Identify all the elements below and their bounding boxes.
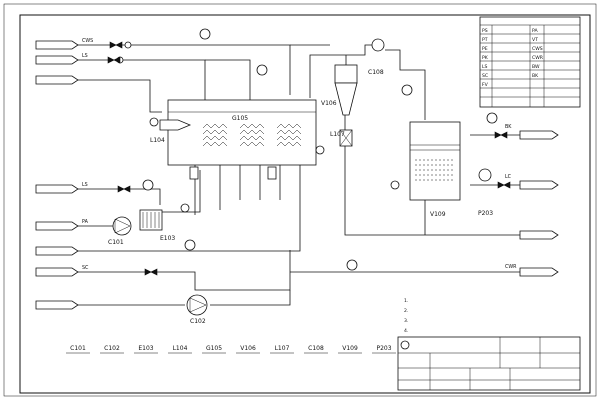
equipment-list-item: L107 bbox=[270, 345, 294, 354]
inlet-fan: C101 bbox=[108, 216, 132, 246]
right-pipe-codes: BK LC CWR bbox=[505, 124, 517, 270]
scrubber-column: V109 P203 bbox=[409, 121, 493, 218]
feed-pump: C102 bbox=[186, 294, 208, 325]
notes: 1. 2. 3. 4. bbox=[404, 298, 408, 334]
pipe-code: SC bbox=[82, 265, 89, 271]
inner-frame bbox=[19, 14, 591, 394]
equipment-list-item: P203 bbox=[372, 345, 396, 354]
legend-code2: CWS bbox=[532, 46, 543, 52]
feed-screw bbox=[149, 117, 192, 131]
inlet-arrow bbox=[35, 75, 79, 85]
legend-rows: PS PA PT VT PE CWS PK CWR LS BW SC BK FV bbox=[482, 28, 544, 88]
inlet-arrow bbox=[35, 55, 79, 65]
equipment-list-item: V106 bbox=[236, 345, 260, 354]
equipment-tag: L107 bbox=[275, 345, 290, 352]
equipment-list-item: C108 bbox=[304, 345, 328, 354]
process-lines bbox=[78, 44, 520, 306]
inlet-arrow bbox=[35, 40, 79, 50]
feed-pump-tag: C102 bbox=[190, 318, 206, 325]
rotary-valve: L107 bbox=[330, 129, 353, 147]
legend-code2: VT bbox=[532, 37, 538, 43]
pipe-code: PA bbox=[82, 219, 89, 225]
heater-tag: E103 bbox=[160, 235, 175, 242]
equipment-list-item: V109 bbox=[338, 345, 362, 354]
pipe-code: BK bbox=[505, 124, 512, 130]
equipment-tag: E103 bbox=[138, 345, 153, 352]
inlet-arrow bbox=[35, 267, 79, 277]
equipment-tag: G105 bbox=[206, 345, 222, 352]
legend-code: PE bbox=[482, 46, 488, 52]
legend-code2: BK bbox=[532, 73, 539, 79]
legend-code: PT bbox=[482, 37, 488, 43]
note-line: 1. bbox=[404, 298, 408, 304]
equipment-list-item: L104 bbox=[168, 345, 192, 354]
outlet-arrow bbox=[519, 130, 559, 140]
heating-coil bbox=[202, 123, 228, 147]
column-tag: V109 bbox=[430, 211, 446, 218]
equipment-list-item: G105 bbox=[202, 345, 226, 354]
outlet-arrow bbox=[519, 180, 559, 190]
rotary-valve-tag: L107 bbox=[330, 131, 345, 138]
pipe-code: LS bbox=[82, 53, 88, 59]
inlet-arrow bbox=[35, 246, 79, 256]
inlet-arrow bbox=[35, 300, 79, 310]
dryer: G105 L104 bbox=[149, 99, 325, 180]
legend-code: LS bbox=[482, 64, 488, 70]
outlet-arrow bbox=[519, 230, 559, 240]
fan-inlet-tag: C101 bbox=[108, 239, 124, 246]
pipe-code: CWR bbox=[505, 264, 517, 270]
outer-frame bbox=[3, 3, 597, 397]
legend-code: PS bbox=[482, 28, 488, 34]
legend-code2: BW bbox=[532, 64, 540, 70]
equipment-list-item: E103 bbox=[134, 345, 158, 354]
title-block bbox=[397, 336, 581, 391]
pipe-code: LC bbox=[505, 174, 512, 180]
cyclone: C108 V106 bbox=[321, 38, 385, 116]
heating-coil bbox=[276, 123, 302, 147]
pipe-v-tag: V106 bbox=[321, 100, 337, 107]
legend-code2: CWR bbox=[532, 55, 544, 61]
left-pipe-codes: CWS LS LS PA SC bbox=[82, 38, 93, 271]
legend-code2: PA bbox=[532, 28, 538, 34]
equipment-tag: L104 bbox=[173, 345, 188, 352]
outlet-arrows bbox=[519, 130, 559, 240]
legend-code: PK bbox=[482, 55, 489, 61]
pipe-code: LS bbox=[82, 182, 88, 188]
equipment-list: C101 C102 E103 L104 G105 V106 L107 C108 V109 P203 bbox=[66, 345, 396, 354]
legend-code: FV bbox=[482, 82, 489, 88]
inlet-arrow bbox=[35, 221, 79, 231]
legend-code: SC bbox=[482, 73, 488, 79]
equipment-tag: C108 bbox=[308, 345, 324, 352]
dryer-tag: G105 bbox=[232, 115, 248, 122]
equipment-tag: C101 bbox=[70, 345, 86, 352]
inlet-arrows bbox=[35, 40, 79, 310]
legend-table: PS PA PT VT PE CWS PK CWR LS BW SC BK FV bbox=[479, 16, 581, 108]
note-line: 4. bbox=[404, 328, 408, 334]
note-line: 3. bbox=[404, 318, 408, 324]
heating-coil bbox=[239, 123, 265, 147]
scrubber-pump-tag: P203 bbox=[478, 210, 493, 217]
inlet-arrow bbox=[35, 184, 79, 194]
equipment-list-item: C102 bbox=[100, 345, 124, 354]
cyclone-tag: C108 bbox=[368, 69, 384, 76]
equipment-tag: C102 bbox=[104, 345, 120, 352]
outlet-arrow bbox=[519, 267, 559, 277]
valves bbox=[107, 41, 511, 276]
pipe-code: CWS bbox=[82, 38, 93, 44]
equipment-tag: V109 bbox=[342, 345, 358, 352]
company-logo bbox=[400, 340, 410, 350]
equipment-tag: V106 bbox=[240, 345, 256, 352]
elevator-tag: L104 bbox=[150, 137, 165, 144]
equipment-tag: P203 bbox=[376, 345, 391, 352]
note-line: 2. bbox=[404, 308, 408, 314]
air-heater: E103 bbox=[139, 209, 175, 242]
equipment-list-item: C101 bbox=[66, 345, 90, 354]
